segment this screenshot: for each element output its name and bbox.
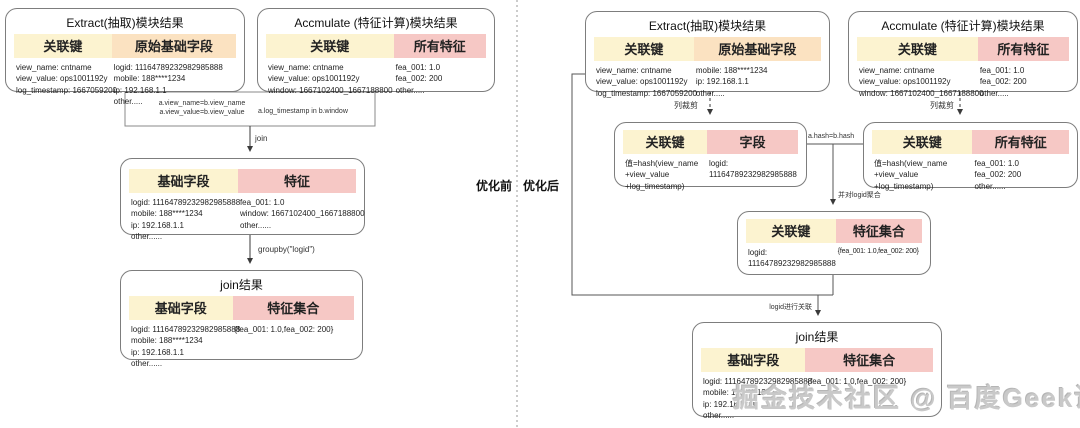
- after-extract-box: Extract(抽取)模块结果 关联键 原始基础字段 view_name: cn…: [585, 11, 830, 98]
- feature-column-header: 所有特征: [977, 37, 1069, 61]
- key-column-values: view_name: cntname view_value: ops100119…: [16, 63, 117, 95]
- key-column-values: logid: 11164789232982985888: [748, 248, 836, 269]
- feature-column-values: fea_001: 1.0 window: 1667102400_16671888…: [239, 198, 365, 230]
- key-column-values: 值=hash(view_name +view_value +log_timest…: [874, 159, 948, 191]
- feature-column-header: 所有特征: [393, 34, 486, 58]
- before-extract-headers: 关联键 原始基础字段: [14, 34, 236, 58]
- before-join-result-headers: 基础字段 特征集合: [129, 296, 354, 320]
- key-column-header: 关联键: [266, 34, 394, 58]
- after-hash-key-body: 值=hash(view_name +view_value +log_timest…: [623, 154, 798, 192]
- column-prune-label-left: 列裁剪: [674, 101, 698, 110]
- before-joined-box: 基础字段 特征 logid: 11164789232982985888 mobi…: [120, 158, 365, 241]
- column-prune-label-right: 列裁剪: [930, 101, 954, 110]
- feature-column-header: 所有特征: [972, 130, 1069, 154]
- key-column-values: 值=hash(view_name +view_value +log_timest…: [625, 159, 699, 191]
- key-column-header: 关联键: [872, 130, 973, 154]
- after-extract-headers: 关联键 原始基础字段: [594, 37, 821, 61]
- after-join-result-body: logid: 11164789232982985888 mobile: 188*…: [701, 372, 933, 421]
- feature-column-values: fea_001: 1.0 fea_002: 200 other.....: [395, 63, 443, 95]
- label-after-optimization: 优化后: [523, 179, 560, 193]
- before-accmulate-headers: 关联键 所有特征: [266, 34, 486, 58]
- after-hash-feature-headers: 关联键 所有特征: [872, 125, 1069, 154]
- field-column-header: 字段: [707, 130, 798, 154]
- base-field-column-values: logid: 11164789232982985888 mobile: 188*…: [131, 325, 241, 369]
- before-accmulate-title: Accmulate (特征计算)模块结果: [294, 16, 458, 30]
- feature-column-values: fea_001: 1.0 fea_002: 200 other.....: [979, 66, 1027, 98]
- key-column-header: 关联键: [857, 37, 978, 61]
- after-accmulate-body: view_name: cntname view_value: ops100119…: [857, 61, 1069, 99]
- after-extract-body: view_name: cntname view_value: ops100119…: [594, 61, 821, 99]
- key-column-header: 关联键: [14, 34, 112, 58]
- before-extract-box: Extract(抽取)模块结果 关联键 原始基础字段 view_name: cn…: [5, 8, 245, 106]
- after-aggregate-headers: 关联键 特征集合: [746, 214, 922, 243]
- after-accmulate-headers: 关联键 所有特征: [857, 37, 1069, 61]
- key-column-header: 关联键: [623, 130, 707, 154]
- after-aggregate-body: logid: 11164789232982985888 {fea_001: 1.…: [746, 243, 922, 270]
- key-column-values: view_name: cntname view_value: ops100119…: [859, 66, 984, 98]
- before-joined-body: logid: 11164789232982985888 mobile: 188*…: [129, 193, 365, 242]
- after-hash-key-headers: 关联键 字段: [623, 125, 798, 154]
- key-column-header: 关联键: [594, 37, 694, 61]
- watermark: 掘金技术社区 @ 百度Geek说: [733, 383, 1080, 413]
- join-condition-window-label: a.log_timestamp in b.window: [258, 108, 348, 115]
- after-join-result-box: join结果 基础字段 特征集合 logid: 1116478923298298…: [692, 322, 942, 420]
- key-column-header: 关联键: [746, 219, 836, 243]
- join-arrow-label: join: [255, 134, 268, 143]
- feature-set-column-header: 特征集合: [835, 219, 922, 243]
- field-column-values: logid: 11164789232982985888: [709, 159, 797, 180]
- after-hash-feature-box: 关联键 所有特征 值=hash(view_name +view_value +l…: [863, 122, 1078, 191]
- aggregate-by-logid-label: 并对logid聚合: [838, 192, 881, 199]
- feature-column-header: 特征: [237, 169, 356, 193]
- before-join-result-box: join结果 基础字段 特征集合 logid: 1116478923298298…: [120, 270, 363, 368]
- after-hash-feature-body: 值=hash(view_name +view_value +log_timest…: [872, 154, 1069, 192]
- after-join-result-headers: 基础字段 特征集合: [701, 348, 933, 372]
- base-field-column-header: 基础字段: [129, 296, 233, 320]
- after-extract-title: Extract(抽取)模块结果: [648, 19, 767, 33]
- before-joined-headers: 基础字段 特征: [129, 161, 356, 193]
- feature-set-column-values: {fea_001: 1.0,fea_002: 200}: [837, 248, 919, 255]
- join-condition-key-label: a.view_name=b.view_name a.view_value=b.v…: [158, 100, 246, 117]
- feature-set-column-values: {fea_001: 1.0,fea_002: 200}: [807, 377, 907, 386]
- hash-join-condition-label: a.hash=b.hash: [808, 133, 855, 140]
- before-extract-title: Extract(抽取)模块结果: [66, 16, 184, 30]
- base-field-column-header: 基础字段: [129, 169, 238, 193]
- base-field-column-values: logid: 11164789232982985888 mobile: 188*…: [131, 198, 241, 242]
- key-column-values: view_name: cntname view_value: ops100119…: [596, 66, 697, 98]
- feature-column-values: fea_001: 1.0 fea_002: 200 other......: [974, 159, 1022, 191]
- logid-join-label: logid进行关联: [769, 304, 812, 311]
- before-join-result-title: join结果: [220, 278, 263, 292]
- after-accmulate-box: Accmulate (特征计算)模块结果 关联键 所有特征 view_name:…: [848, 11, 1078, 98]
- label-before-optimization: 优化前: [475, 179, 512, 193]
- base-field-column-values: logid: 11164789232982985888 mobile: 188*…: [703, 377, 813, 421]
- base-field-column-header: 原始基础字段: [693, 37, 821, 61]
- key-column-values: view_name: cntname view_value: ops100119…: [268, 63, 393, 95]
- feature-set-column-values: {fea_001: 1.0,fea_002: 200}: [234, 325, 334, 334]
- after-join-result-title: join结果: [795, 330, 839, 344]
- feature-set-column-header: 特征集合: [232, 296, 354, 320]
- groupby-arrow-label: groupby("logid"): [258, 245, 315, 254]
- base-field-column-header: 基础字段: [701, 348, 806, 372]
- before-accmulate-body: view_name: cntname view_value: ops100119…: [266, 58, 486, 96]
- before-join-result-body: logid: 11164789232982985888 mobile: 188*…: [129, 320, 354, 369]
- base-field-column-values: logid: 11164789232982985888 mobile: 188*…: [113, 63, 223, 107]
- before-extract-body: view_name: cntname view_value: ops100119…: [14, 58, 236, 107]
- base-field-column-header: 原始基础字段: [111, 34, 236, 58]
- before-accmulate-box: Accmulate (特征计算)模块结果 关联键 所有特征 view_name:…: [257, 8, 495, 95]
- base-field-column-values: mobile: 188****1234 ip: 192.168.1.1 othe…: [695, 66, 768, 98]
- feature-set-column-header: 特征集合: [805, 348, 933, 372]
- after-hash-key-box: 关联键 字段 值=hash(view_name +view_value +log…: [614, 122, 807, 191]
- after-accmulate-title: Accmulate (特征计算)模块结果: [881, 19, 1045, 33]
- after-aggregate-box: 关联键 特征集合 logid: 11164789232982985888 {fe…: [737, 211, 931, 275]
